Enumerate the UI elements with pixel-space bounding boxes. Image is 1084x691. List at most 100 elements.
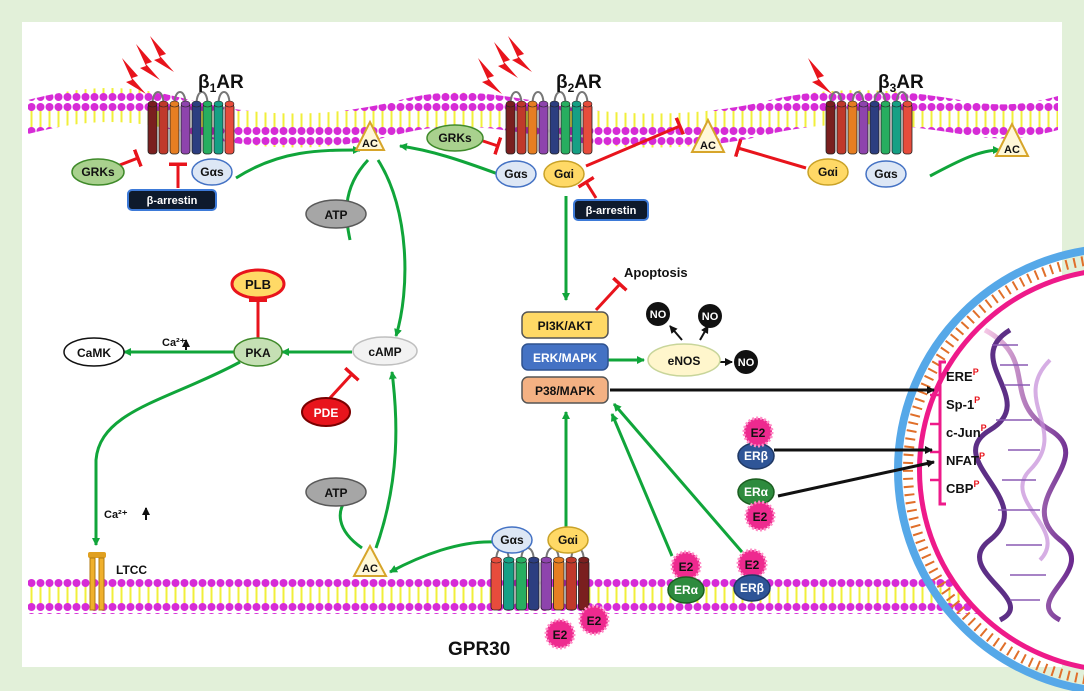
erb-label-bot: ERβ (740, 581, 764, 595)
e2-label-gpr-2: E2 (587, 614, 602, 628)
helix-cap (202, 100, 213, 108)
helix-cap (847, 100, 858, 108)
ltcc-channel-icon (88, 552, 106, 611)
arrow-gas3-ac3 (929, 146, 1001, 178)
pka-label: PKA (245, 346, 271, 360)
transmembrane-helix (158, 103, 169, 155)
tf-sp1: Sp-1P (946, 395, 980, 412)
pka-node (233, 337, 283, 367)
promoter-bracket (938, 360, 946, 506)
arrow-pka-ltcc (92, 360, 241, 546)
gai-node-gpr (547, 526, 589, 554)
e2-era-complex-bottom: E2 ERα (667, 550, 705, 604)
enos-node (647, 343, 721, 377)
gai-node-2 (543, 160, 585, 188)
helix-cap (158, 100, 169, 108)
e2-label-era-mid: E2 (753, 510, 768, 524)
atp-label-bottom: ATP (324, 486, 347, 500)
transmembrane-helix (503, 559, 515, 611)
transmembrane-helix (515, 559, 527, 611)
no-node-3 (734, 350, 758, 374)
transmembrane-helix (565, 559, 577, 611)
ac-label-gpr: AC (362, 563, 378, 575)
transmembrane-helix (553, 559, 565, 611)
tf-cbp: CBPP (946, 479, 979, 496)
transmembrane-helix (213, 103, 224, 155)
helix-cap (571, 100, 582, 108)
ac-node-gpr (352, 543, 388, 577)
gai-label-2: Gαi (554, 167, 574, 181)
camk-label: CaMK (77, 346, 111, 360)
no-label-2: NO (702, 311, 719, 323)
ac-node-2 (690, 117, 726, 153)
erk-mapk-box (521, 343, 609, 371)
transmembrane-helix (891, 103, 902, 155)
helix-cap (191, 100, 202, 108)
arrow-gas1-ac1 (235, 146, 361, 180)
grks-node-1 (71, 158, 125, 186)
connectors (92, 117, 1001, 574)
gas-label-gpr: Gαs (500, 533, 524, 547)
e2-label-erb-top: E2 (751, 426, 766, 440)
calcium-label-2: Ca²⁺ (104, 509, 128, 521)
arrow-gasgpr-acgpr (389, 540, 497, 574)
ltcc-label: LTCC (116, 563, 147, 577)
era-label-bot: ERα (674, 583, 699, 597)
no-node-1 (646, 302, 670, 326)
atp-node-top (305, 199, 367, 229)
plb-label: PLB (245, 277, 271, 292)
camp-label: cAMP (368, 345, 401, 359)
helix-cap (825, 100, 836, 108)
e2-erb-complex-top: ERβ E2 (737, 416, 775, 470)
inhibit-barrestin2 (577, 175, 598, 199)
beta3-receptor (825, 91, 913, 155)
helix-cap (503, 556, 515, 564)
e2-label-erb-bot: E2 (745, 558, 760, 572)
e2-node-gpr-2 (578, 604, 610, 636)
arrow-gas2-ac1 (399, 142, 499, 176)
gas-node-1 (191, 158, 233, 186)
arrow-erb-mapk (612, 403, 744, 553)
helix-cap (858, 100, 869, 108)
ac-label-1: AC (362, 138, 378, 150)
inhibit-pde-camp (328, 366, 360, 400)
transmembrane-helix (825, 103, 836, 155)
grks-node-2 (426, 124, 484, 152)
erb-label-top: ERβ (744, 449, 768, 463)
helix-cap (516, 100, 527, 108)
e2-label-gpr-1: E2 (553, 628, 568, 642)
transmembrane-helix (880, 103, 891, 155)
ac-label-3: AC (1004, 144, 1020, 156)
helix-cap (540, 556, 552, 564)
gpr30-receptor (490, 547, 590, 611)
barrestin-label-1: β-arrestin (147, 195, 198, 207)
inhibit-gai3-ac2 (734, 138, 807, 170)
helix-cap (549, 100, 560, 108)
lightning-icon-group-b1 (122, 36, 174, 94)
transmembrane-helix (527, 103, 538, 155)
helix-cap (891, 100, 902, 108)
lightning-icon (150, 36, 174, 72)
transmembrane-helix (538, 103, 549, 155)
helix-cap (836, 100, 847, 108)
p38-mapk-label: P38/MAPK (535, 384, 595, 398)
barrestin-node-1 (127, 189, 217, 211)
arrow-era-cbp (777, 459, 935, 498)
arrow-enos-no1 (669, 325, 683, 341)
gas-label-3: Gαs (874, 167, 898, 181)
pde-label: PDE (314, 406, 339, 420)
helix-cap (490, 556, 502, 564)
pi3k-akt-box (521, 311, 609, 339)
inhibit-apoptosis (594, 276, 628, 312)
enos-label: eNOS (668, 354, 701, 368)
e2-era-complex-mid: ERα E2 (737, 478, 776, 532)
arrow-ac1-camp (376, 159, 407, 337)
transmembrane-helix (869, 103, 880, 155)
transmembrane-helix (571, 103, 582, 155)
gai-label-gpr: Gαi (558, 533, 578, 547)
e2-erb-complex-bottom: E2 ERβ (733, 548, 771, 602)
ac-node-3 (994, 121, 1030, 157)
b1ar-label: β1AR (198, 72, 244, 95)
gas-node-3 (865, 160, 907, 188)
